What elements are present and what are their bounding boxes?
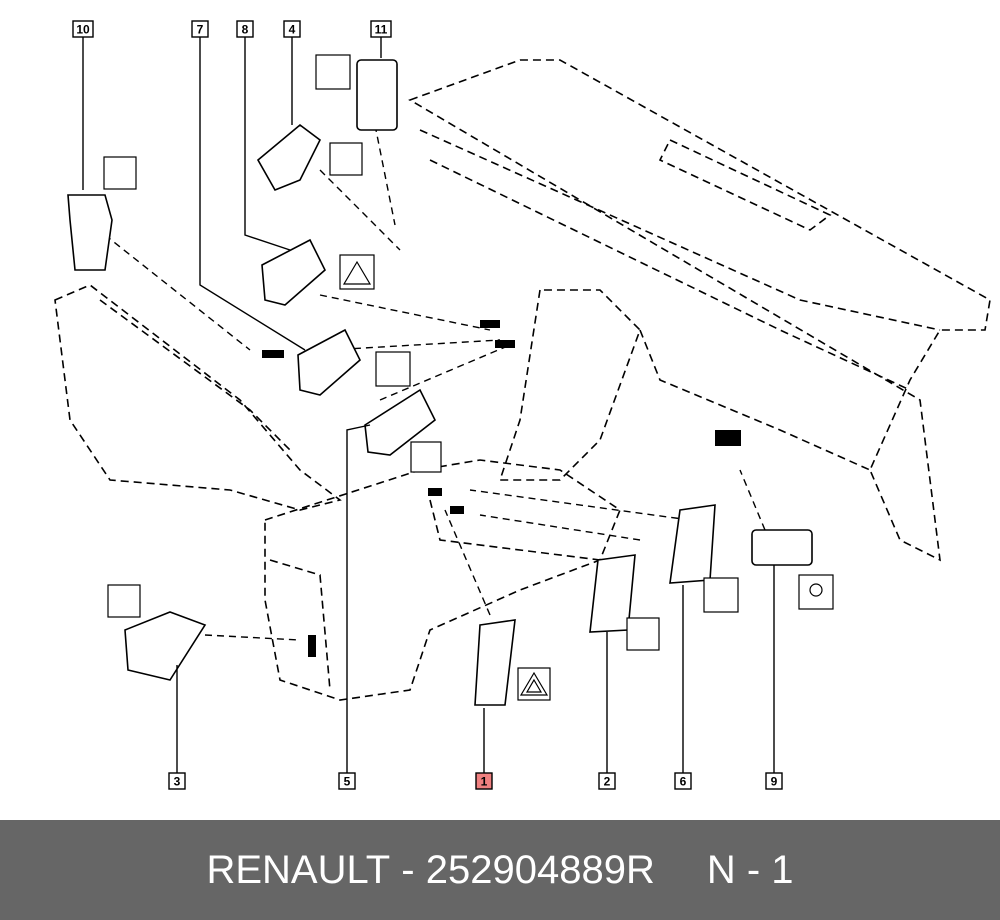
switch-5	[364, 388, 437, 456]
child-lock-icon	[107, 584, 141, 618]
wiper-icon	[703, 577, 739, 613]
callout-5: 5	[338, 772, 356, 790]
switch-1	[474, 619, 516, 706]
switch-9	[751, 529, 813, 566]
callout-8: 8	[236, 20, 254, 38]
callout-10: 10	[72, 20, 94, 38]
callout-box	[72, 20, 94, 38]
headlamp-level-icon	[315, 54, 351, 90]
switch-7	[297, 328, 361, 396]
callout-label: 1	[481, 775, 488, 789]
callout-3: 3	[168, 772, 186, 790]
switch-3	[124, 611, 207, 681]
callout-label: 6	[680, 775, 687, 789]
callouts: 10 7 8 4 11 3 5 1 2 6 9	[72, 20, 783, 790]
sound-icon	[410, 441, 442, 473]
callout-7: 7	[191, 20, 209, 38]
callout-label: 7	[197, 23, 204, 37]
interior-light-icon	[798, 574, 834, 610]
dashboard-outline	[54, 59, 991, 701]
callout-label: 11	[375, 23, 388, 37]
connector-marks	[262, 320, 741, 657]
callout-label: 8	[242, 23, 249, 37]
callout-box	[191, 20, 209, 38]
seat-heater-icon	[103, 156, 137, 190]
callout-box	[475, 772, 493, 790]
callout-label: 4	[289, 23, 296, 37]
quantity: N - 1	[706, 847, 794, 892]
callout-label: 2	[604, 775, 611, 789]
footer-bar: RENAULT - 252904889R N - 1	[0, 820, 1000, 920]
callout-11: 11	[370, 20, 392, 38]
callout-box	[674, 772, 692, 790]
callout-box	[338, 772, 356, 790]
switch-11	[356, 59, 398, 131]
switch-4	[256, 123, 322, 192]
callout-1: 1	[475, 772, 493, 790]
lighting-icon	[329, 142, 363, 176]
brand: RENAULT	[206, 847, 391, 892]
callout-box	[765, 772, 783, 790]
callout-2: 2	[598, 772, 616, 790]
child-lock-icon-2	[626, 617, 660, 651]
callout-label: 9	[771, 775, 778, 789]
switch-6	[669, 504, 716, 584]
callout-box	[236, 20, 254, 38]
switch-8	[261, 238, 326, 306]
assembly-arrows	[104, 124, 766, 641]
parking-sensor-icon	[375, 351, 411, 387]
callout-box	[283, 20, 301, 38]
callout-4: 4	[283, 20, 301, 38]
callout-box	[598, 772, 616, 790]
callout-6: 6	[674, 772, 692, 790]
callout-box	[370, 20, 392, 38]
warning-triangle-icon	[339, 254, 375, 290]
function-symbols	[103, 54, 834, 701]
callout-box	[168, 772, 186, 790]
switch-10	[67, 194, 113, 271]
parts-diagram: 10 7 8 4 11 3 5 1 2 6 9	[54, 20, 991, 790]
switch-components	[67, 59, 813, 706]
callout-9: 9	[765, 772, 783, 790]
callout-label: 3	[174, 775, 181, 789]
callout-label: 10	[76, 23, 90, 37]
leader-lines	[82, 37, 775, 773]
callout-label: 5	[344, 775, 351, 789]
part-number: 252904889R	[425, 847, 655, 892]
separator: -	[390, 847, 426, 892]
